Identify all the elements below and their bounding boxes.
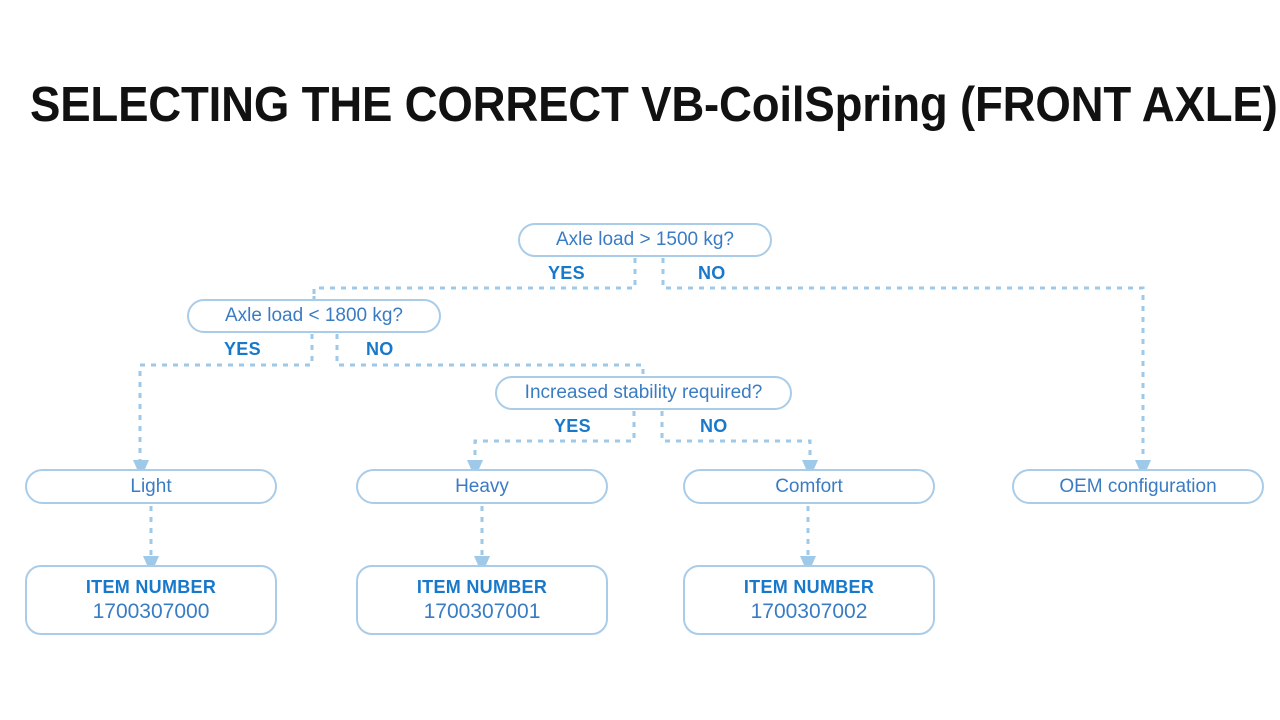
item-number-box-light[interactable]: ITEM NUMBER 1700307000 xyxy=(25,565,277,635)
connector-d2-yes xyxy=(138,334,314,462)
outcome-label: Comfort xyxy=(775,475,843,497)
outcome-label: OEM configuration xyxy=(1059,475,1217,497)
connector-d2-no xyxy=(335,334,645,374)
branch-label-d3-no: NO xyxy=(700,416,728,436)
connector-d1-no xyxy=(661,258,1145,462)
decision-increased-stability[interactable]: Increased stability required? xyxy=(495,376,792,410)
decision-label: Axle load < 1800 kg? xyxy=(225,305,403,326)
outcome-label: Light xyxy=(130,475,172,497)
outcome-oem-configuration[interactable]: OEM configuration xyxy=(1012,469,1264,504)
item-number-heading: ITEM NUMBER xyxy=(743,576,875,597)
outcome-heavy[interactable]: Heavy xyxy=(356,469,608,504)
decision-axle-load-gt-1500[interactable]: Axle load > 1500 kg? xyxy=(518,223,772,257)
decision-label: Axle load > 1500 kg? xyxy=(556,229,734,250)
connector-d3-no xyxy=(660,411,812,462)
branch-label-d3-yes: YES xyxy=(554,416,591,436)
arrowheads xyxy=(133,460,1151,574)
item-number-box-heavy[interactable]: ITEM NUMBER 1700307001 xyxy=(356,565,608,635)
outcome-label: Heavy xyxy=(455,475,509,497)
outcome-comfort[interactable]: Comfort xyxy=(683,469,935,504)
decision-label: Increased stability required? xyxy=(524,382,763,403)
branch-label-d2-no: NO xyxy=(366,339,394,359)
item-number-heading: ITEM NUMBER xyxy=(85,576,217,597)
item-number-value: 1700307001 xyxy=(423,599,541,623)
connector-d1-yes xyxy=(312,258,637,300)
branch-label-d2-yes: YES xyxy=(224,339,261,359)
item-number-value: 1700307000 xyxy=(92,599,210,623)
branch-label-d1-no: NO xyxy=(698,263,726,283)
decision-axle-load-lt-1800[interactable]: Axle load < 1800 kg? xyxy=(187,299,441,333)
page-title: SELECTING THE CORRECT VB-CoilSpring (FRO… xyxy=(30,78,1278,132)
item-number-value: 1700307002 xyxy=(750,599,868,623)
connector-d3-yes xyxy=(473,411,636,462)
branch-label-d1-yes: YES xyxy=(548,263,585,283)
item-number-heading: ITEM NUMBER xyxy=(416,576,548,597)
outcome-light[interactable]: Light xyxy=(25,469,277,504)
item-number-box-comfort[interactable]: ITEM NUMBER 1700307002 xyxy=(683,565,935,635)
